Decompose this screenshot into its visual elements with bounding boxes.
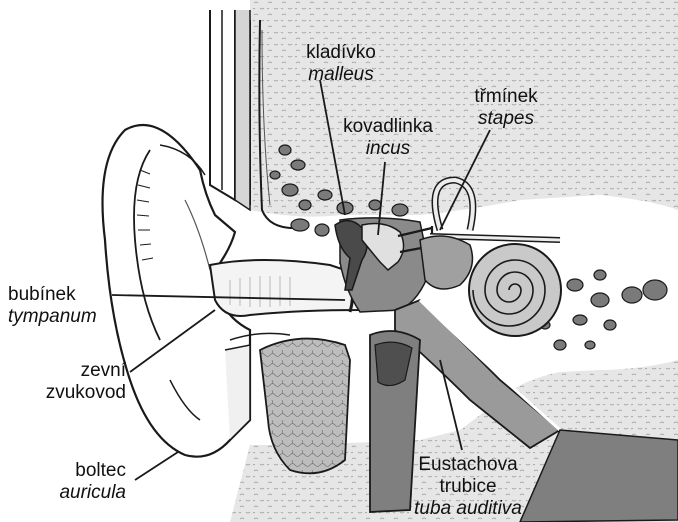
- cochlea: [469, 244, 561, 336]
- label-ear-canal: zevní zvukovod: [10, 360, 126, 404]
- label-ear-canal-line1: zevní: [10, 360, 126, 382]
- label-incus-latin: incus: [333, 138, 443, 160]
- label-eustachian-line1: Eustachova: [398, 454, 538, 476]
- label-malleus-czech: kladívko: [286, 42, 396, 64]
- label-stapes: třmínek stapes: [456, 86, 556, 130]
- label-malleus: kladívko malleus: [286, 42, 396, 86]
- label-ear-canal-line2: zvukovod: [10, 382, 126, 404]
- label-eustachian-line2: trubice: [398, 476, 538, 498]
- external-ear-canal: [210, 260, 360, 316]
- vestibule: [420, 236, 472, 289]
- label-eustachian: Eustachova trubice tuba auditiva: [398, 454, 538, 520]
- label-stapes-latin: stapes: [456, 108, 556, 130]
- leader-auricula: [135, 452, 178, 480]
- label-malleus-latin: malleus: [286, 64, 396, 86]
- label-auricula-czech: boltec: [10, 460, 126, 482]
- label-auricula: boltec auricula: [10, 460, 126, 504]
- label-tympanum: bubínek tympanum: [8, 284, 128, 328]
- label-tympanum-czech: bubínek: [8, 284, 128, 306]
- label-auricula-latin: auricula: [10, 482, 126, 504]
- label-stapes-czech: třmínek: [456, 86, 556, 108]
- label-incus: kovadlinka incus: [333, 116, 443, 160]
- label-eustachian-latin: tuba auditiva: [398, 498, 538, 520]
- label-incus-czech: kovadlinka: [333, 116, 443, 138]
- label-tympanum-latin: tympanum: [8, 306, 128, 328]
